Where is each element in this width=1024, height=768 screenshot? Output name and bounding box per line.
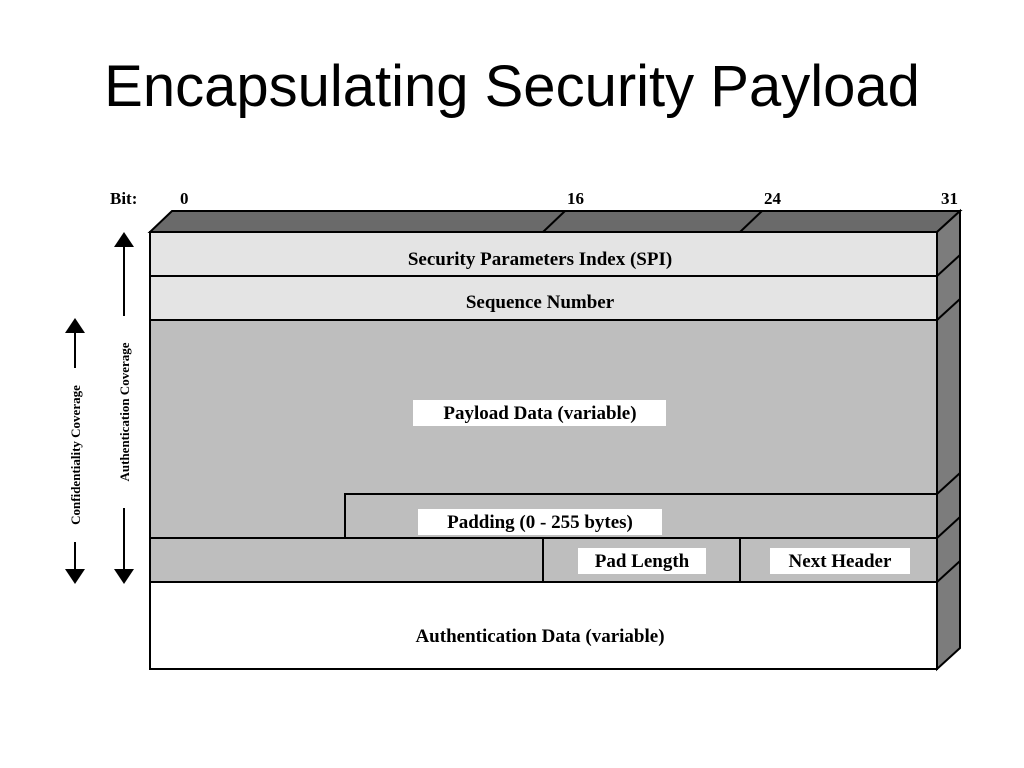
bit-tick-31: 31: [941, 189, 958, 208]
padding-label-bg: [418, 509, 662, 535]
conf-arrow-down-head: [65, 569, 85, 584]
auth-data-label: Authentication Data (variable): [415, 626, 664, 647]
auth-data-row: [149, 581, 938, 670]
side-divider: [936, 516, 961, 539]
auth-arrow-down-head: [114, 569, 134, 584]
payload-label-bg: [413, 400, 666, 426]
padding-label: Padding (0 - 255 bytes): [447, 512, 633, 533]
side-divider: [936, 254, 961, 277]
spi-label: Security Parameters Index (SPI): [408, 249, 672, 270]
auth-coverage-label: Authentication Coverage: [117, 342, 132, 481]
top-divider-16: [542, 210, 566, 233]
spi-row: [149, 231, 938, 277]
side-divider: [936, 560, 961, 583]
next-header-label: Next Header: [789, 551, 892, 572]
side-divider: [936, 472, 961, 495]
side-divider: [936, 298, 961, 321]
box-side-face: [936, 208, 961, 672]
bit-label: Bit:: [110, 189, 137, 208]
bit-tick-0: 0: [180, 189, 189, 208]
slide-title: Encapsulating Security Payload: [104, 54, 920, 119]
next-header-label-bg: [770, 548, 910, 574]
sequence-row: [149, 275, 938, 321]
payload-label: Payload Data (variable): [443, 403, 636, 424]
sequence-label: Sequence Number: [466, 292, 615, 313]
bit-tick-16: 16: [567, 189, 584, 208]
pad-length-label-bg: [578, 548, 706, 574]
bit-tick-24: 24: [764, 189, 782, 208]
conf-coverage-label: Confidentiality Coverage: [68, 385, 83, 525]
auth-arrow-up-head: [114, 232, 134, 247]
conf-arrow-up-head: [65, 318, 85, 333]
top-divider-24: [739, 210, 763, 233]
pad-length-label: Pad Length: [595, 551, 690, 572]
